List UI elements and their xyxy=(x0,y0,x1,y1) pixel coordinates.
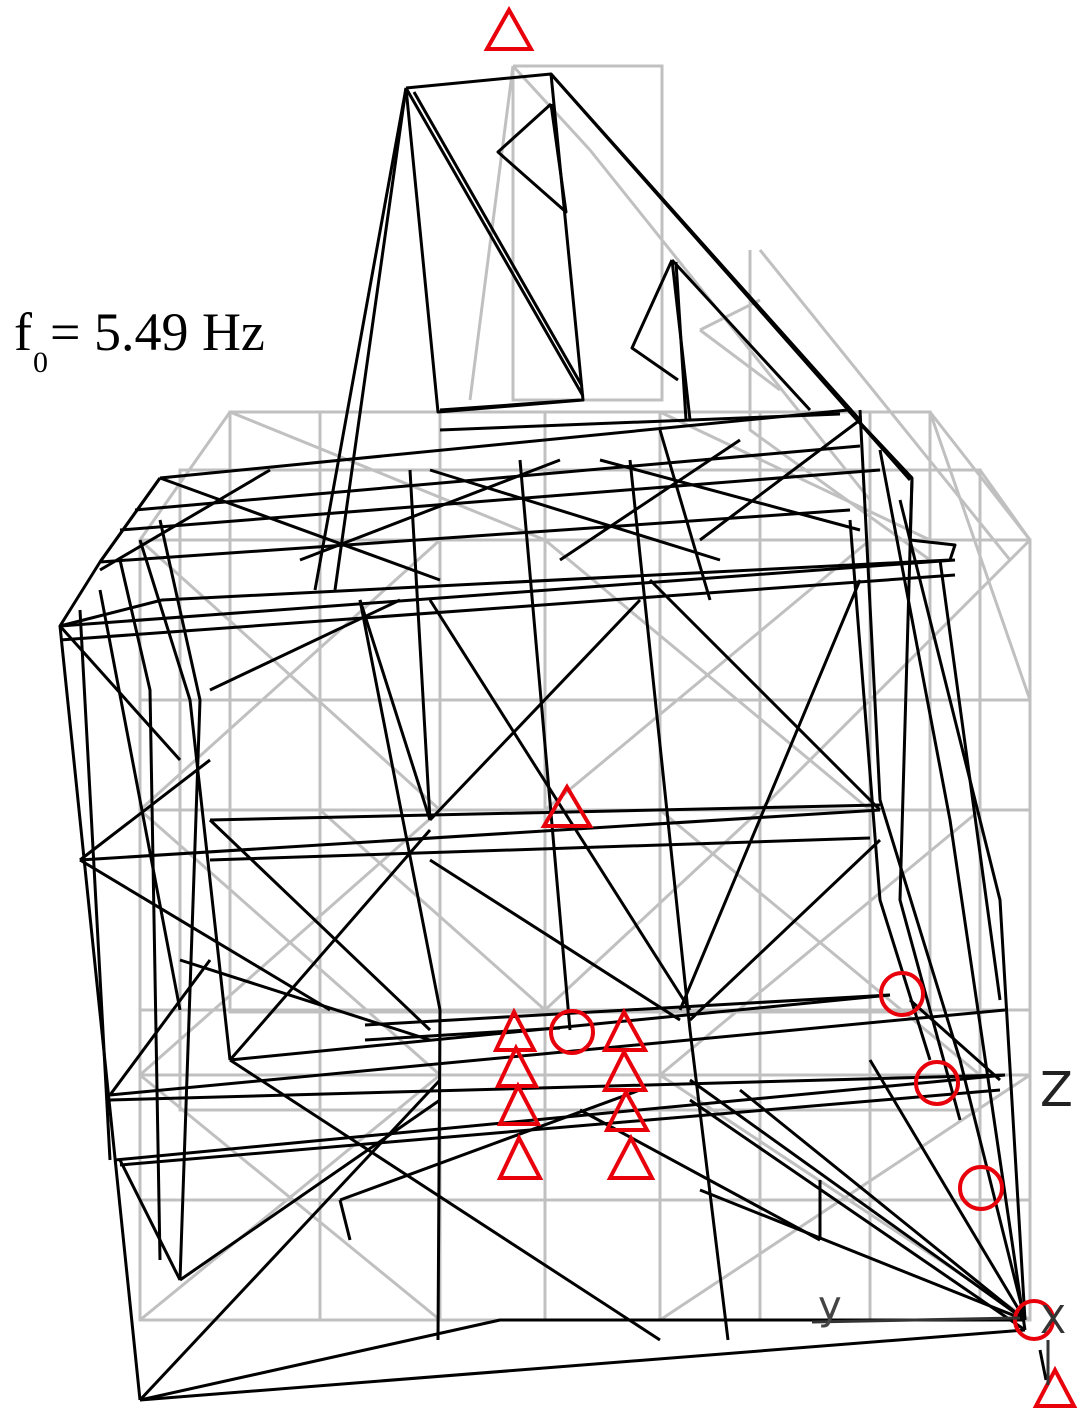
circle-marker xyxy=(958,1165,1004,1211)
triangle-marker xyxy=(606,1133,656,1180)
undeformed-structure xyxy=(138,64,1032,1322)
frequency-label: f0= 5.49 Hz xyxy=(14,300,265,379)
triangle-marker xyxy=(1032,1365,1078,1408)
axis-triad xyxy=(811,1316,1050,1385)
frequency-symbol: f xyxy=(14,302,32,362)
frequency-value: = 5.49 Hz xyxy=(49,302,265,362)
triangle-marker xyxy=(496,1081,542,1126)
circle-marker xyxy=(879,971,925,1017)
triangle-marker xyxy=(603,1087,651,1132)
triangle-marker xyxy=(483,5,535,51)
frequency-subscript: 0 xyxy=(32,346,48,379)
triangle-marker xyxy=(496,1133,544,1180)
circle-marker xyxy=(1013,1299,1055,1341)
y-axis-label: y xyxy=(818,1283,842,1329)
deformed-mode-shape xyxy=(58,72,1048,1402)
x-axis-label: X xyxy=(1040,1298,1067,1342)
boundary-markers xyxy=(483,5,1078,1408)
circle-marker xyxy=(914,1060,960,1106)
triangle-marker xyxy=(540,783,594,828)
z-axis-label: Z xyxy=(1040,1062,1073,1118)
circle-marker xyxy=(549,1009,595,1055)
